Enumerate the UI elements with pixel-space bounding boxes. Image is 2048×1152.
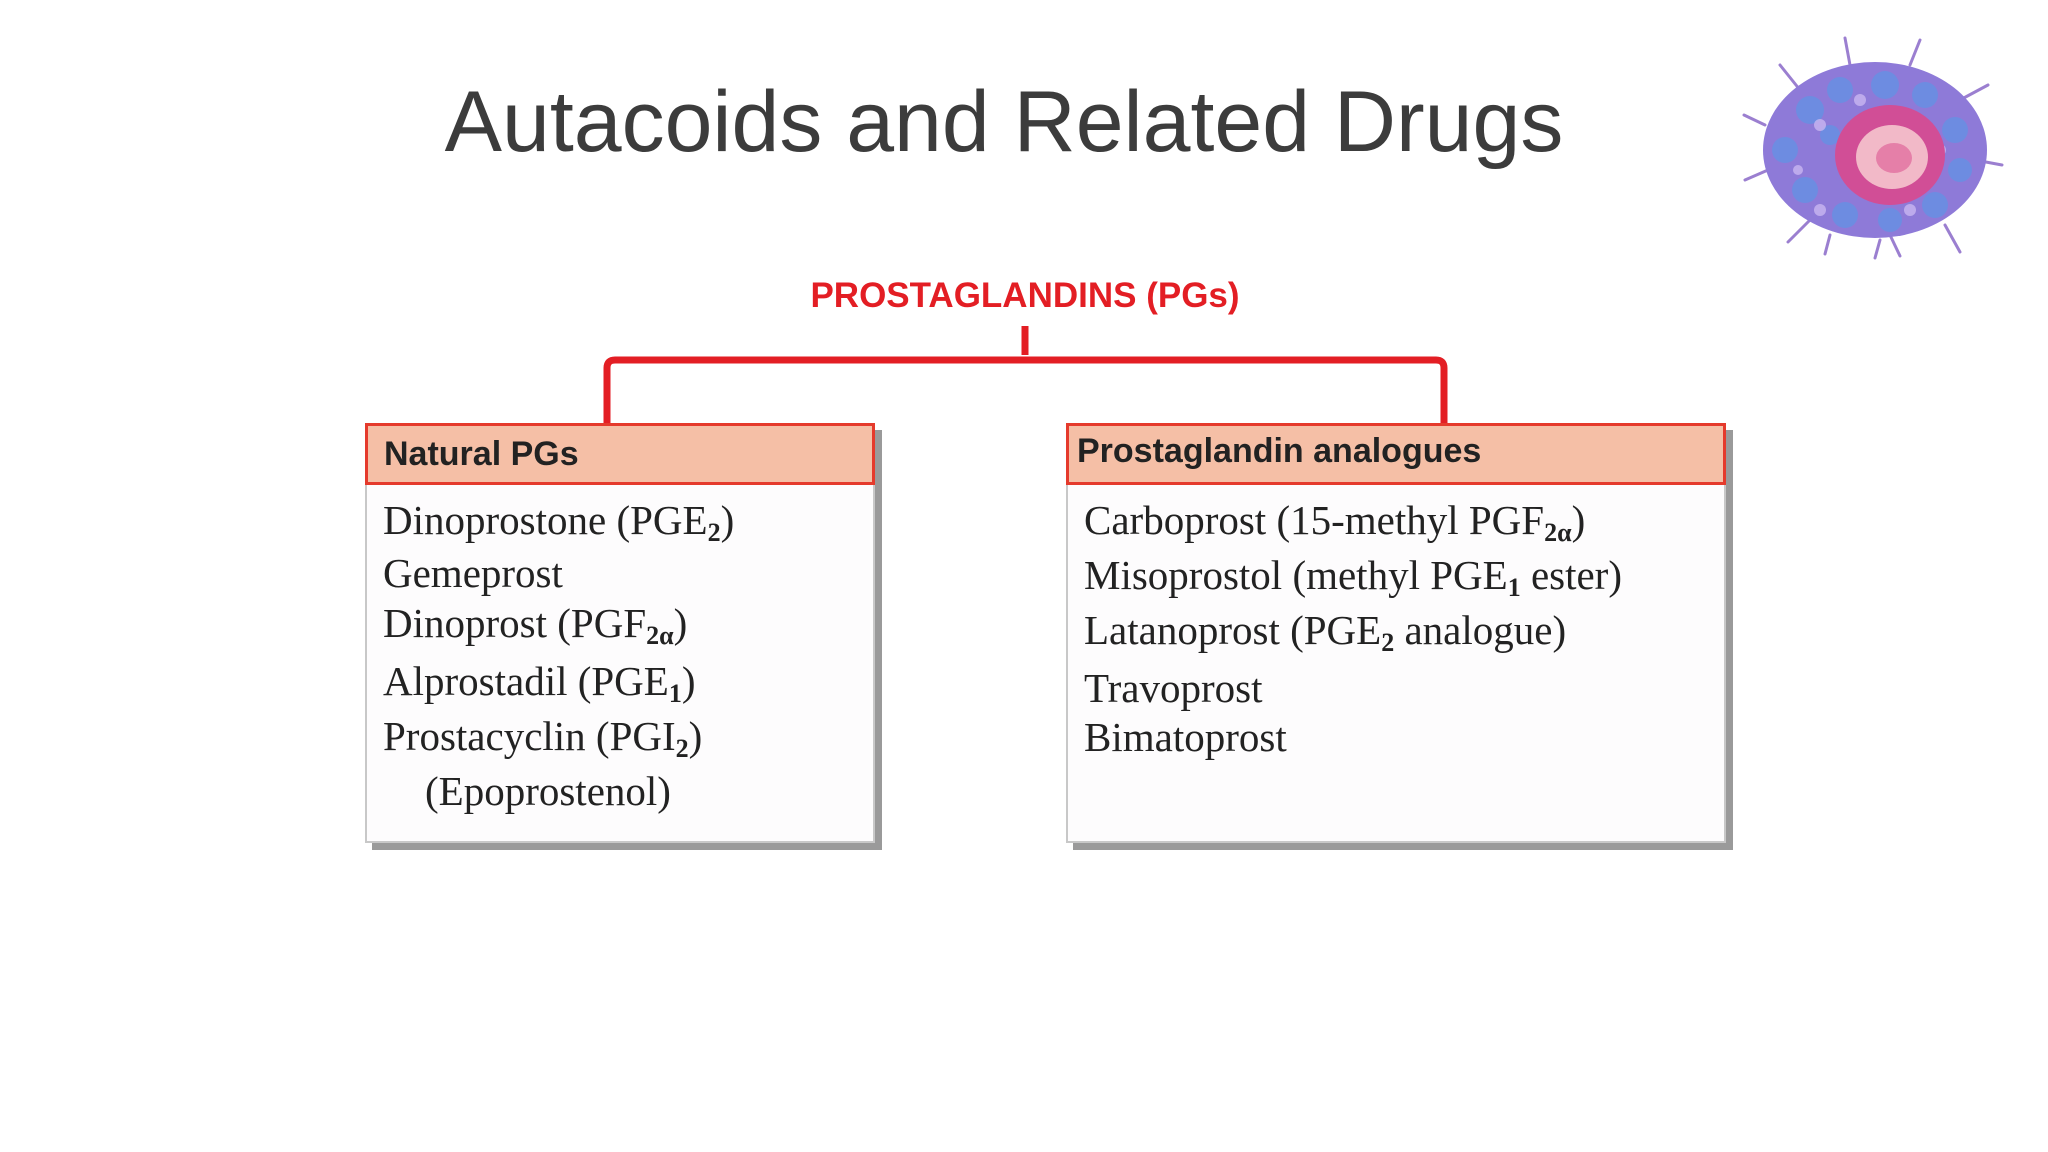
- list-item: Prostacyclin (PGI2): [383, 713, 703, 763]
- prostaglandin-analogues-list: Carboprost (15-methyl PGF2α) Misoprostol…: [1068, 485, 1724, 763]
- list-item: Gemeprost: [383, 550, 563, 596]
- diagram-heading: PROSTAGLANDINS (PGs): [810, 276, 1240, 315]
- natural-pgs-list: Dinoprostone (PGE2) Gemeprost Dinoprost …: [367, 485, 873, 819]
- natural-pgs-header: Natural PGs: [365, 423, 875, 485]
- prostaglandin-analogues-header: Prostaglandin analogues: [1066, 423, 1726, 485]
- list-item: Bimatoprost: [1084, 714, 1287, 760]
- list-item: (Epoprostenol): [425, 768, 671, 814]
- natural-pgs-box: Natural PGs Dinoprostone (PGE2) Gemepros…: [365, 423, 875, 843]
- list-item: Travoprost: [1084, 665, 1263, 711]
- list-item: Alprostadil (PGE1): [383, 658, 696, 708]
- list-item: Latanoprost (PGE2 analogue): [1084, 607, 1567, 657]
- cell-illustration-icon: [1742, 36, 2004, 260]
- slide-title: Autacoids and Related Drugs: [444, 74, 1564, 170]
- list-item: Carboprost (15-methyl PGF2α): [1084, 497, 1586, 547]
- prostaglandin-analogues-box: Prostaglandin analogues Carboprost (15-m…: [1066, 423, 1726, 843]
- list-item: Dinoprost (PGF2α): [383, 600, 688, 650]
- list-item: Dinoprostone (PGE2): [383, 497, 735, 547]
- list-item: Misoprostol (methyl PGE1 ester): [1084, 552, 1622, 602]
